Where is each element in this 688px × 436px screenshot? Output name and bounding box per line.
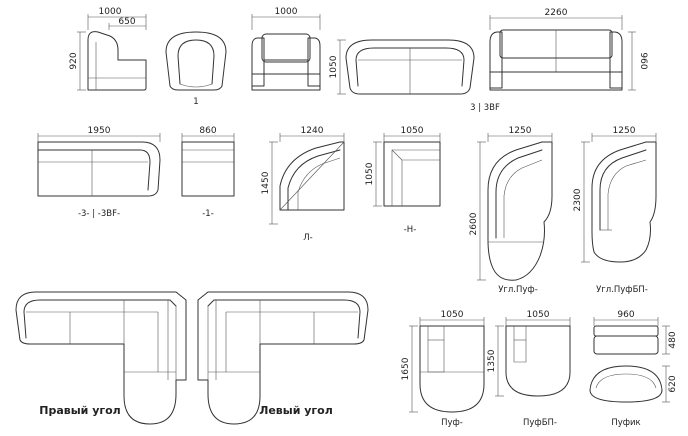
dim-puf-width: 1050 (441, 310, 464, 320)
pufbp-top-view (495, 317, 571, 397)
armchair-top-view (165, 31, 227, 91)
label-corner-puf: Угл.Пуф- (498, 285, 538, 295)
dim-module-h-height: 1050 (365, 162, 375, 185)
dim-corner-puf-height: 2600 (469, 212, 479, 235)
right-corner-sofa-top-view (15, 291, 187, 425)
dim-sofa-small-height: 1050 (329, 55, 339, 78)
pufik-views (589, 317, 670, 403)
corner-puf-top-view (477, 133, 553, 281)
dim-module-h-width: 1050 (401, 126, 424, 136)
dim-pufik-height-2: 620 (668, 375, 678, 392)
corner-pufbp-top-view (581, 133, 657, 263)
dim-pufbp-height: 1350 (487, 349, 497, 372)
label-sofa: 3 | 3BF (470, 103, 500, 113)
dim-armchair-side-height: 920 (69, 52, 79, 69)
module-1-top-view (181, 133, 235, 197)
label-module-3: -3- | -3BF- (78, 209, 120, 219)
dim-corner-puf-width: 1250 (509, 126, 532, 136)
label-module-1: -1- (202, 209, 214, 219)
dim-sofa-big-width: 2260 (545, 8, 568, 18)
dim-module-l-width: 1240 (301, 126, 324, 136)
dim-pufik-height-1: 480 (668, 331, 678, 348)
puf-top-view (409, 317, 485, 413)
label-right-corner: Правый угол (39, 404, 120, 417)
armchair-side-view (77, 14, 147, 91)
dim-corner-pufbp-width: 1250 (613, 126, 636, 136)
dim-puf-height: 1650 (401, 357, 411, 380)
dim-corner-pufbp-height: 2300 (573, 188, 583, 211)
module-3-3bf-top-view (37, 133, 161, 197)
dim-armchair-side-width: 1000 (99, 7, 122, 17)
dim-pufbp-width: 1050 (527, 310, 550, 320)
dim-armchair-front-width: 1000 (275, 7, 298, 17)
label-module-h: -H- (404, 225, 417, 235)
module-h-top-view (373, 133, 441, 207)
sofa-small-top-view (337, 39, 475, 95)
label-pufbp: ПуфБП- (523, 418, 557, 428)
module-l-top-view (269, 133, 345, 225)
dim-pufik-width: 960 (617, 310, 634, 320)
label-puf: Пуф- (441, 418, 463, 428)
label-pufik: Пуфик (611, 418, 640, 428)
sofa-big-front-view (489, 15, 636, 91)
label-corner-pufbp: Угл.ПуфБП- (596, 285, 648, 295)
left-corner-sofa-top-view (197, 291, 369, 425)
dim-module-3-width: 1950 (88, 126, 111, 136)
dim-armchair-side-depth: 650 (118, 17, 135, 27)
dim-module-1-width: 860 (199, 126, 216, 136)
dim-module-l-height: 1450 (261, 171, 271, 194)
label-armchair: 1 (193, 97, 198, 107)
dim-sofa-big-height: 960 (638, 52, 648, 69)
label-module-l: Л- (303, 233, 312, 243)
label-left-corner: Левый угол (259, 404, 333, 417)
armchair-front-view (251, 14, 321, 91)
